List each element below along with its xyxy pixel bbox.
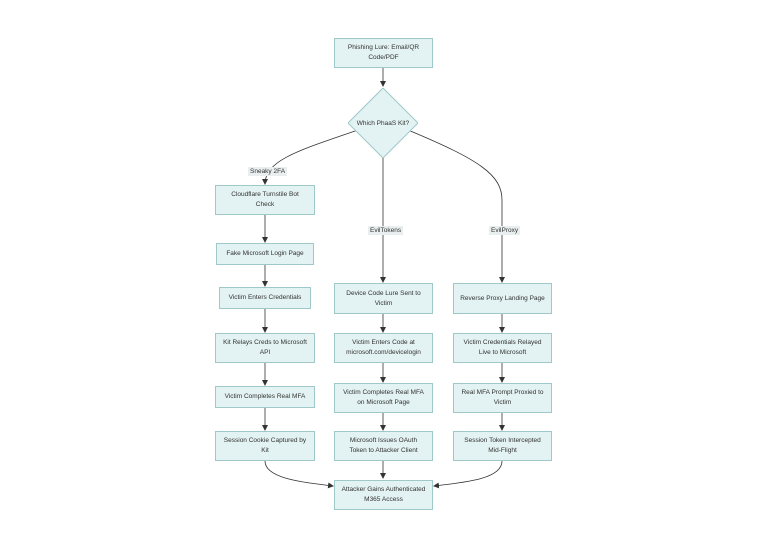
edge-label-middle: EvilTokens [368,226,404,235]
node-left-5: Victim Completes Real MFA [215,386,315,408]
node-middle-2: Victim Enters Code at microsoft.com/devi… [334,333,433,363]
node-middle-1: Device Code Lure Sent to Victim [334,283,433,314]
node-end: Attacker Gains Authenticated M365 Access [334,480,433,510]
node-right-3: Real MFA Prompt Proxied to Victim [453,383,552,413]
edge-label-right: EvilProxy [489,226,521,235]
edge-left-to-end [264,460,334,489]
node-left-1: Cloudflare Turnstile Bot Check [215,185,315,215]
decision-diamond-shape [348,88,418,158]
node-left-4: Kit Relays Creds to Microsoft API [215,333,315,363]
edge-label-left: Sneaky 2FA [248,167,288,176]
node-decision: Which PhaaS Kit? [348,88,418,158]
node-left-6: Session Cookie Captured by Kit [215,431,315,461]
node-middle-4: Microsoft Issues OAuth Token to Attacker… [334,431,433,461]
node-middle-3: Victim Completes Real MFA on Microsoft P… [334,383,433,413]
node-right-2: Victim Credentials Relayed Live to Micro… [453,333,552,363]
edge-decision-to-right [407,129,505,283]
node-right-4: Session Token Intercepted Mid-Flight [453,431,552,461]
node-start: Phishing Lure: Email/QR Code/PDF [334,38,433,68]
node-left-3: Victim Enters Credentials [219,287,311,309]
decision-label: Which PhaaS Kit? [356,119,410,127]
edge-decision-to-left [262,129,359,185]
node-right-1: Reverse Proxy Landing Page [453,283,552,314]
node-left-2: Fake Microsoft Login Page [216,243,314,265]
edge-right-to-end [433,460,503,489]
